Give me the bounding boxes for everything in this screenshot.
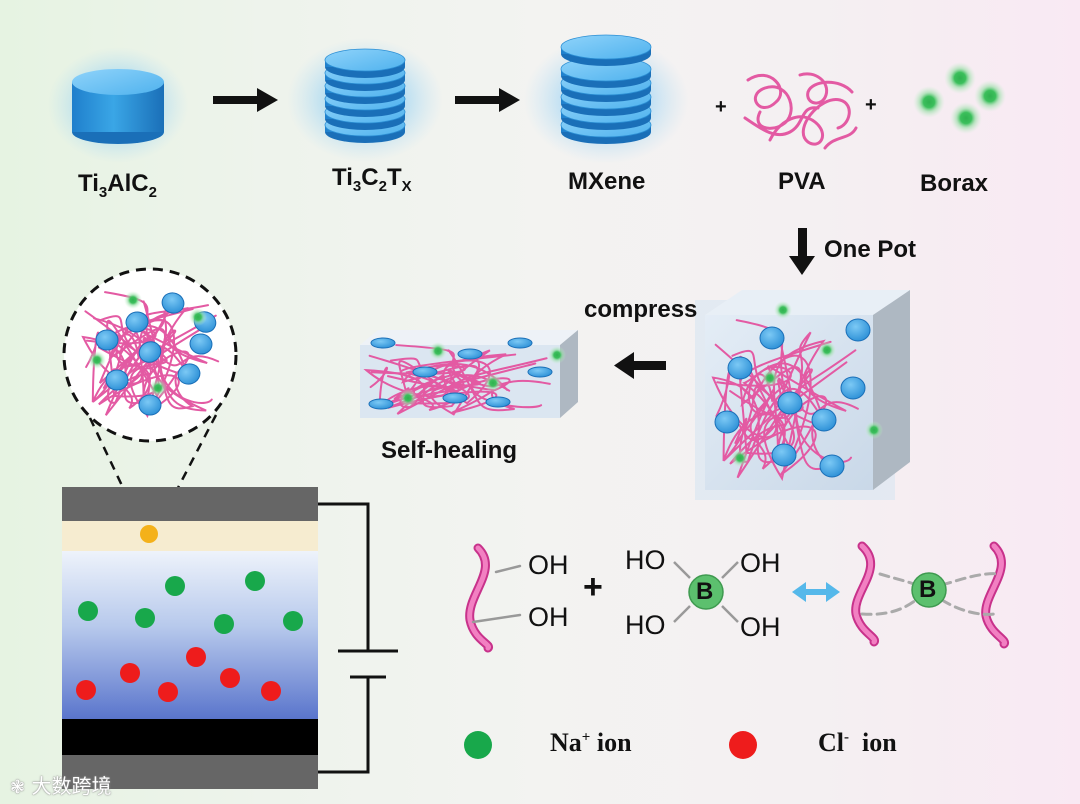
pva-chain-left [465,543,522,653]
hydrogel-cube [695,290,910,500]
ti3c2tx-stack [287,38,443,162]
electrolyte-ions [76,571,303,702]
borate-ho-top-left: HO [625,545,666,575]
borate-ion [673,561,739,623]
pva-chains [743,72,858,150]
label-ti3alc2: Ti3AlC2 [78,170,157,201]
label-pva: PVA [778,168,826,195]
borate-oh-bottom-right: OH [740,612,781,642]
label-compress: compress [584,296,698,323]
ti3alc2-cylinder [48,47,188,163]
legend-na-ion: Na+ ion [550,728,632,757]
reaction-plus: + [583,568,603,606]
supercapacitor-device [62,487,398,789]
na-ion-marker [464,731,492,759]
crosslinked-product [851,541,1010,649]
borate-ho-bottom-left: HO [625,610,666,640]
borax-molecules [913,62,1006,134]
label-one-pot: One Pot [824,236,917,263]
label-ti3c2tx: Ti3C2TX [332,164,412,195]
pva-oh-top: OH [528,550,569,580]
label-borax: Borax [920,170,989,197]
borate-oh-top-right: OH [740,548,781,578]
arrow-one-pot [789,228,815,275]
pva-oh-bottom: OH [528,602,569,632]
arrow-delaminate [455,88,520,112]
cl-ion-marker [729,731,757,759]
boron-product-label: B [919,576,937,603]
plus-sign-borax: + [865,94,877,116]
label-self-healing: Self-healing [381,437,518,464]
plus-sign-pva: + [715,96,727,118]
watermark: ❃ 大数跨境 [10,774,112,798]
arrow-etch [213,88,278,112]
reversible-arrow [792,582,840,602]
compressed-hydrogel [360,330,578,418]
boron-label: B [696,578,714,605]
arrow-compress [614,352,666,379]
magnified-view [62,267,238,531]
mxene-stack [524,34,688,164]
legend-cl-ion: Cl- ion [818,728,897,757]
label-mxene: MXene [568,168,646,195]
